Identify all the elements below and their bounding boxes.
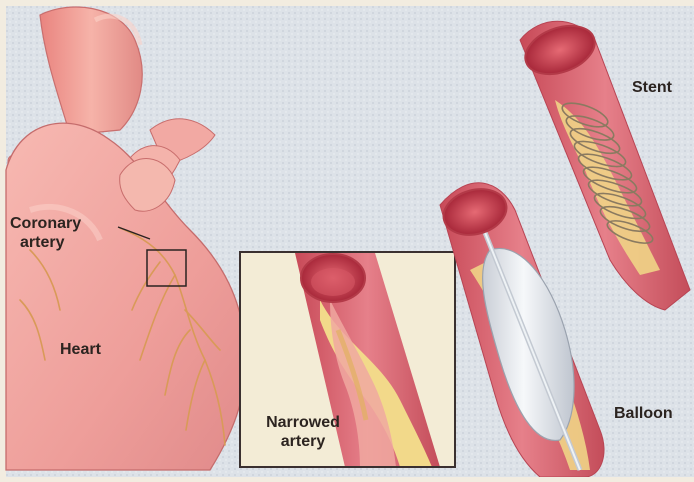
coronary-label-line1: Coronary bbox=[10, 214, 81, 233]
balloon-label: Balloon bbox=[614, 404, 673, 423]
narrowed-label-line2: artery bbox=[248, 432, 358, 451]
stent-label: Stent bbox=[632, 78, 672, 97]
heart-label: Heart bbox=[60, 340, 101, 359]
narrowed-label-line1: Narrowed bbox=[248, 413, 358, 432]
coronary-artery-label: Coronary artery bbox=[10, 214, 81, 252]
coronary-label-line2: artery bbox=[10, 233, 81, 252]
narrowed-artery-label: Narrowed artery bbox=[248, 413, 358, 451]
